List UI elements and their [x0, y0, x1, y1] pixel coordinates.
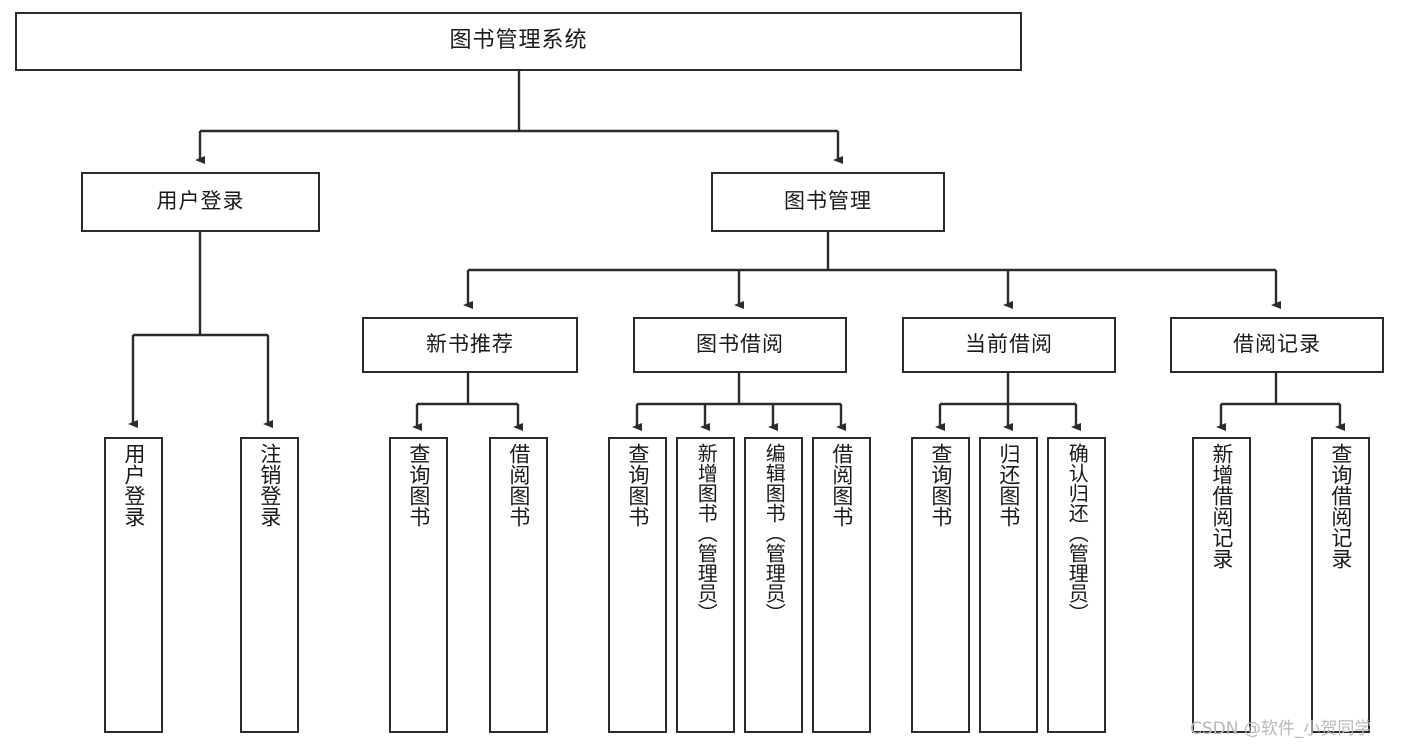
leaf-return-book[interactable]: 归还图书 — [979, 437, 1038, 733]
node-label: 新增图书（管理员） — [694, 443, 719, 623]
node-borrow-record[interactable]: 借阅记录 — [1170, 317, 1384, 373]
node-label: 图书管理 — [784, 189, 872, 214]
node-label: 查询图书 — [928, 443, 953, 527]
node-label: 图书借阅 — [696, 332, 784, 357]
node-label: 查询图书 — [625, 443, 650, 527]
node-label: 归还图书 — [996, 443, 1021, 527]
node-new-book-recommend[interactable]: 新书推荐 — [362, 317, 578, 373]
node-label: 注销登录 — [257, 443, 282, 527]
node-label: 当前借阅 — [965, 332, 1053, 357]
node-label: 查询图书 — [406, 443, 431, 527]
leaf-borrow-book[interactable]: 借阅图书 — [812, 437, 871, 733]
node-label: 新增借阅记录 — [1209, 443, 1234, 569]
node-label: 确认归还（管理员） — [1065, 443, 1090, 623]
node-current-borrow[interactable]: 当前借阅 — [902, 317, 1116, 373]
node-book-borrow[interactable]: 图书借阅 — [633, 317, 847, 373]
leaf-borrow-book-recommend[interactable]: 借阅图书 — [489, 437, 548, 733]
leaf-query-borrow-record[interactable]: 查询借阅记录 — [1311, 437, 1370, 733]
node-root-system[interactable]: 图书管理系统 — [15, 12, 1022, 71]
node-label: 编辑图书（管理员） — [762, 443, 787, 623]
leaf-query-book-borrow[interactable]: 查询图书 — [608, 437, 667, 733]
node-label: 用户登录 — [121, 443, 146, 527]
node-label: 新书推荐 — [426, 332, 514, 357]
leaf-logout[interactable]: 注销登录 — [240, 437, 299, 733]
node-label: 图书管理系统 — [449, 28, 588, 54]
leaf-edit-book-admin[interactable]: 编辑图书（管理员） — [744, 437, 803, 733]
leaf-user-login[interactable]: 用户登录 — [104, 437, 163, 733]
leaf-query-book-recommend[interactable]: 查询图书 — [389, 437, 448, 733]
node-user-login[interactable]: 用户登录 — [81, 172, 320, 232]
node-label: 查询借阅记录 — [1328, 443, 1353, 569]
leaf-confirm-return-admin[interactable]: 确认归还（管理员） — [1047, 437, 1106, 733]
leaf-query-book-current[interactable]: 查询图书 — [911, 437, 970, 733]
node-label: 借阅图书 — [506, 443, 531, 527]
node-label: 用户登录 — [156, 189, 245, 214]
node-label: 借阅记录 — [1233, 332, 1321, 357]
csdn-watermark: CSDN @软件_小贺同学 — [1190, 719, 1372, 739]
node-label: 借阅图书 — [829, 443, 854, 527]
node-book-management[interactable]: 图书管理 — [711, 172, 945, 232]
leaf-add-book-admin[interactable]: 新增图书（管理员） — [676, 437, 735, 733]
leaf-add-borrow-record[interactable]: 新增借阅记录 — [1192, 437, 1251, 733]
